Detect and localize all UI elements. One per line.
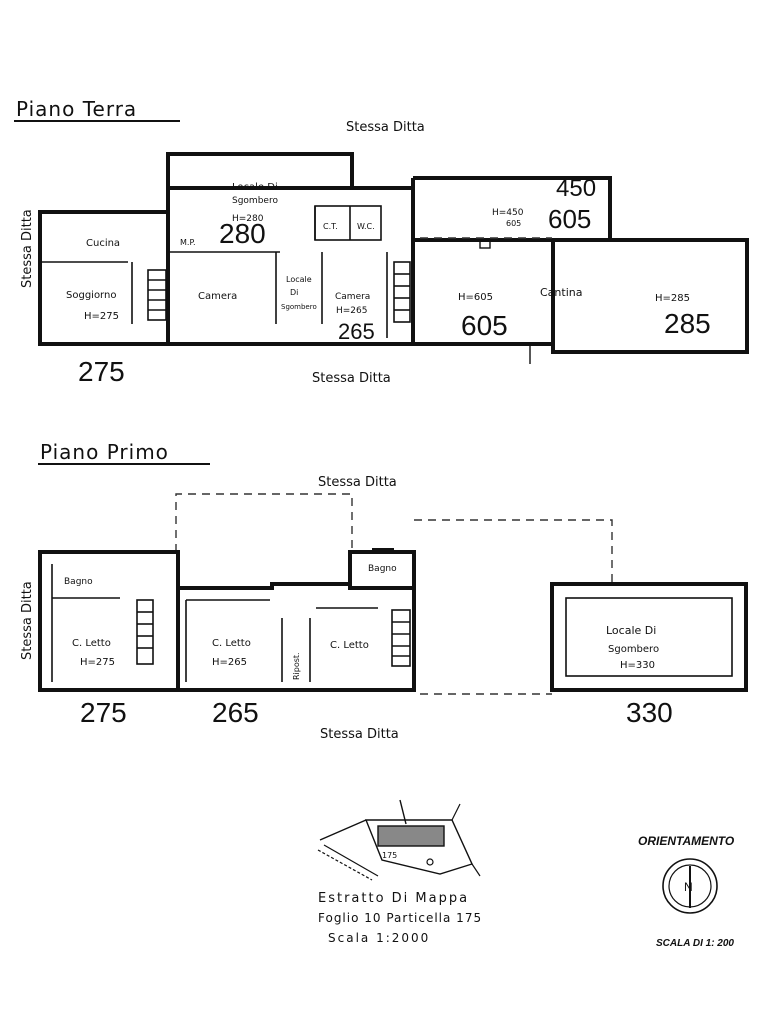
room-locale-sgombero-first-height: H=330 <box>620 660 655 671</box>
room-cantina-right-height: H=285 <box>655 293 690 304</box>
room-locale-sgombero-height: H=280 <box>232 214 264 224</box>
room-locale-small-3: Sgombero <box>281 303 317 311</box>
room-cantina: Cantina <box>540 286 582 299</box>
first-neighbor-top: Stessa Ditta <box>318 475 397 490</box>
room-locale-sgombero: Locale Di <box>232 182 278 193</box>
room-wc: W.C. <box>357 222 375 231</box>
parcel-number: 175 <box>382 851 397 860</box>
height-285-cantina: 285 <box>664 308 711 339</box>
ground-floor-walls <box>38 152 749 364</box>
height-280-ground: 280 <box>219 218 266 249</box>
room-camera-2-height: H=265 <box>336 306 368 316</box>
room-cletto-3: C. Letto <box>330 640 369 651</box>
map-extract-sketch <box>317 799 481 881</box>
height-330-first: 330 <box>626 697 673 728</box>
drawing-scale: SCALA DI 1: 200 <box>656 938 734 949</box>
room-bagno-2: Bagno <box>368 564 397 574</box>
room-upper-height-2: 605 <box>506 219 521 228</box>
height-265-ground: 265 <box>338 319 375 344</box>
first-neighbor-bottom: Stessa Ditta <box>320 727 399 742</box>
room-cletto-2: C. Letto <box>212 638 251 649</box>
room-locale-sgombero-first: Locale Di <box>606 624 656 637</box>
height-605-cantina: 605 <box>461 310 508 341</box>
ground-neighbor-left: Stessa Ditta <box>20 209 35 288</box>
ground-neighbor-top: Stessa Ditta <box>346 120 425 135</box>
first-floor-title: Piano Primo <box>40 440 169 464</box>
room-cantina-left-height: H=605 <box>458 292 493 303</box>
room-ct: C.T. <box>323 222 338 231</box>
room-upper-height: H=450 <box>492 208 524 218</box>
room-cletto-1: C. Letto <box>72 638 111 649</box>
map-extract-line-3: Scala 1:2000 <box>328 931 430 945</box>
room-ripostiglio: Ripost. <box>292 652 301 680</box>
room-bagno-1: Bagno <box>64 577 93 587</box>
ground-floor-title: Piano Terra <box>16 97 137 121</box>
room-camera-2: Camera <box>335 292 370 302</box>
room-cucina: Cucina <box>86 238 120 249</box>
first-neighbor-left: Stessa Ditta <box>20 581 35 660</box>
north-letter: N <box>684 880 693 894</box>
first-floor-walls <box>38 493 748 695</box>
orientation-label: ORIENTAMENTO <box>638 834 735 848</box>
room-cletto-2-height: H=265 <box>212 657 247 668</box>
room-locale-sgombero-first-2: Sgombero <box>608 644 659 655</box>
map-extract-line-2: Foglio 10 Particella 175 <box>318 911 482 925</box>
height-450-ground: 450 <box>556 175 596 202</box>
height-265-first: 265 <box>212 697 259 728</box>
north-compass-icon <box>662 858 718 914</box>
room-cletto-1-height: H=275 <box>80 657 115 668</box>
room-locale-small: Locale <box>286 275 312 284</box>
height-605-upper: 605 <box>548 204 591 234</box>
height-275-first: 275 <box>80 697 127 728</box>
room-locale-small-2: Di <box>290 288 298 297</box>
room-soggiorno: Soggiorno <box>66 290 116 301</box>
room-mp: M.P. <box>180 238 196 247</box>
room-soggiorno-height: H=275 <box>84 311 119 322</box>
height-275-ground: 275 <box>78 356 125 387</box>
map-extract-line-1: Estratto Di Mappa <box>318 891 469 906</box>
ground-neighbor-bottom: Stessa Ditta <box>312 371 391 386</box>
room-locale-sgombero-2: Sgombero <box>232 196 278 206</box>
room-camera-1: Camera <box>198 291 237 302</box>
